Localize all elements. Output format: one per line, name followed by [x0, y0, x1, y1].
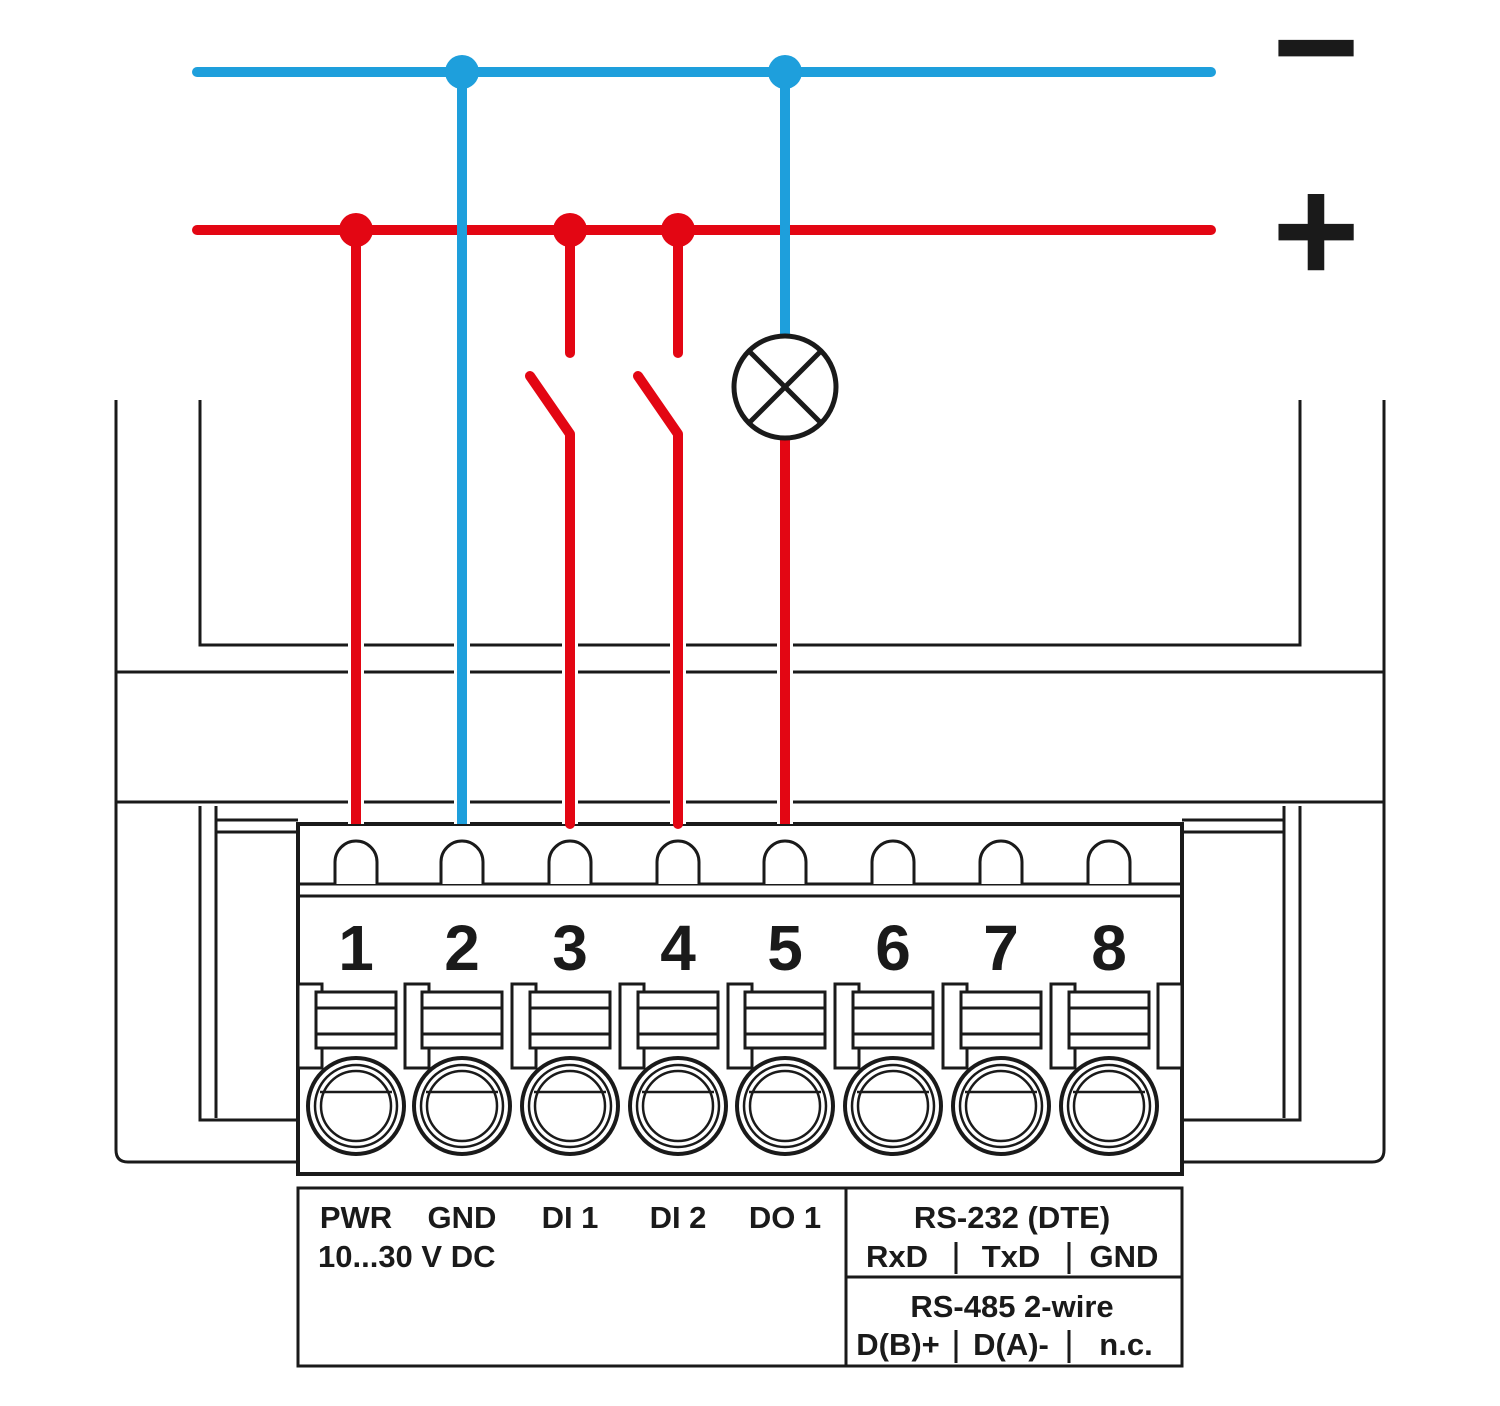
clamp-lever: [959, 990, 1043, 1050]
do1-label: DO 1: [749, 1200, 821, 1235]
terminal-number: 3: [552, 912, 588, 984]
terminal-number: 6: [875, 912, 911, 984]
clamp-lever: [420, 990, 504, 1050]
wire-entry: [1086, 839, 1132, 884]
terminal-divider: [1156, 982, 1184, 1070]
gnd-label: GND: [428, 1200, 497, 1235]
terminal-2: 2: [412, 839, 512, 1156]
wire-entry: [333, 839, 379, 884]
terminal-number: 1: [338, 912, 374, 984]
wire-entry: [655, 839, 701, 884]
screw-icon[interactable]: [843, 1056, 943, 1156]
pwr-label: PWR: [320, 1200, 392, 1235]
switch-di1: [525, 371, 575, 829]
terminal-6: 6: [843, 839, 943, 1156]
di2-label: DI 2: [650, 1200, 707, 1235]
rs485-col-db: D(B)+: [856, 1327, 940, 1362]
rs232-col-gnd: GND: [1090, 1239, 1159, 1274]
clamp-lever: [636, 990, 720, 1050]
clamp-lever: [528, 990, 612, 1050]
screw-icon[interactable]: [412, 1056, 512, 1156]
terminal-number: 8: [1091, 912, 1127, 984]
device-housing: [114, 400, 1386, 1164]
minus-symbol: −: [1272, 0, 1360, 130]
rs232-col-txd: TxD: [982, 1239, 1041, 1274]
junction-dot: [768, 55, 802, 89]
label-table: [296, 1186, 1184, 1368]
junction-dot: [339, 213, 373, 247]
rs232-header: RS-232 (DTE): [914, 1200, 1110, 1235]
terminal-number: 7: [983, 912, 1019, 984]
terminal-3: 3: [520, 839, 620, 1156]
junction-dot: [553, 213, 587, 247]
screw-icon[interactable]: [306, 1056, 406, 1156]
di1-label: DI 1: [542, 1200, 599, 1235]
junction-dot: [445, 55, 479, 89]
rs485-col-nc: n.c.: [1099, 1327, 1152, 1362]
rs485-col-da: D(A)-: [973, 1327, 1049, 1362]
plus-symbol: +: [1272, 146, 1360, 314]
wiring: [192, 55, 1216, 829]
clamp-lever: [314, 990, 398, 1050]
screw-icon[interactable]: [1059, 1056, 1159, 1156]
switch-di2: [633, 371, 683, 829]
terminal-1: 1: [306, 839, 406, 1156]
terminal-5: 5: [735, 839, 835, 1156]
terminal-7: 7: [951, 839, 1051, 1156]
rs485-header: RS-485 2-wire: [910, 1289, 1113, 1324]
rs232-col-rxd: RxD: [866, 1239, 928, 1274]
screw-icon[interactable]: [735, 1056, 835, 1156]
screw-icon[interactable]: [951, 1056, 1051, 1156]
clamp-lever: [743, 990, 827, 1050]
junction-dot: [661, 213, 695, 247]
terminal-number: 2: [444, 912, 480, 984]
wire-entry: [547, 839, 593, 884]
wire-entry: [870, 839, 916, 884]
terminal-number: 4: [660, 912, 696, 984]
wire-entry: [439, 839, 485, 884]
lamp-icon: [731, 333, 839, 441]
screw-icon[interactable]: [520, 1056, 620, 1156]
clamp-lever: [851, 990, 935, 1050]
terminal-number: 5: [767, 912, 803, 984]
wire-entry: [978, 839, 1024, 884]
pwr-voltage-label: 10...30 V DC: [318, 1239, 495, 1274]
clamp-lever: [1067, 990, 1151, 1050]
terminal-4: 4: [628, 839, 728, 1156]
screw-icon[interactable]: [628, 1056, 728, 1156]
terminal-8: 8: [1059, 839, 1159, 1156]
wire-entry: [762, 839, 808, 884]
